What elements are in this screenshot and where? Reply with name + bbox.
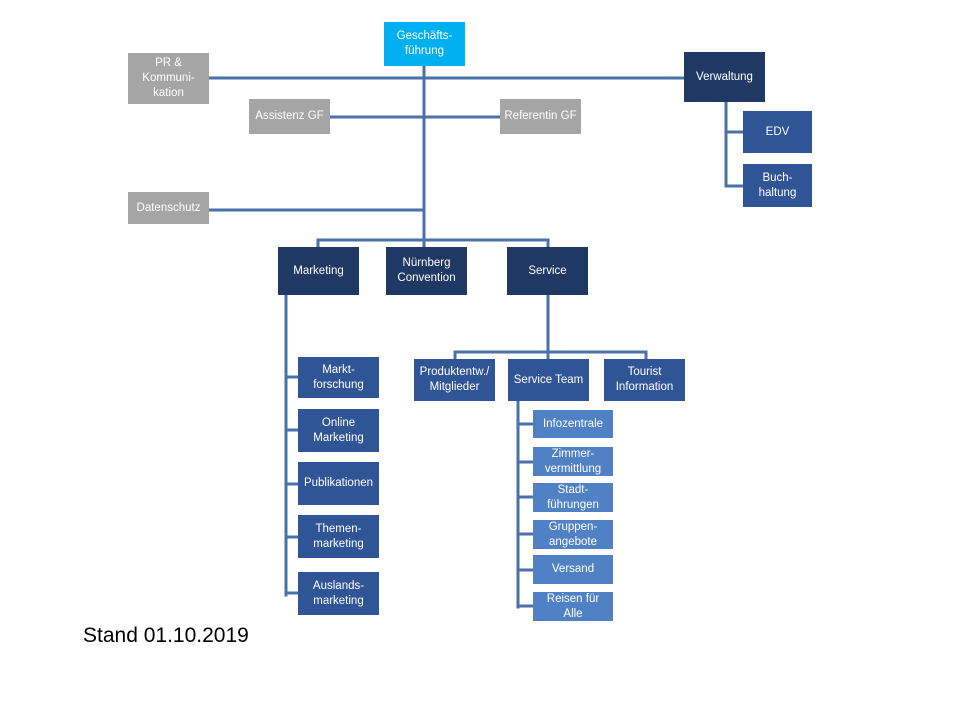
node-versand: Versand [533, 555, 613, 584]
node-label: Publikationen [303, 477, 374, 489]
node-online-marketing: Online Marketing [298, 409, 379, 452]
node-label: Stadt- führungen [547, 483, 599, 511]
node-referentin-gf: Referentin GF [500, 99, 581, 134]
node-label: Infozentrale [542, 417, 604, 430]
node-label: Themen- marketing [313, 522, 364, 550]
node-label: Zimmer- vermittlung [544, 447, 602, 475]
node-nuernberg-convention: Nürnberg Convention [386, 247, 467, 295]
node-datenschutz: Datenschutz [128, 192, 209, 224]
node-assistenz-gf: Assistenz GF [249, 99, 330, 134]
node-label: Tourist Information [615, 366, 674, 393]
node-publikationen: Publikationen [298, 462, 379, 505]
node-label: Reisen für Alle [546, 592, 600, 620]
node-reisen-fuer-alle: Reisen für Alle [533, 592, 613, 621]
node-marktforschung: Markt- forschung [298, 357, 379, 398]
node-label: Versand [551, 563, 595, 575]
node-label: PR & Kommuni- kation [142, 57, 195, 99]
node-label: Buch- haltung [758, 171, 797, 199]
node-buchhaltung: Buch- haltung [743, 164, 812, 207]
node-label: Service Team [513, 373, 584, 386]
node-label: Service [528, 264, 567, 277]
node-label: Verwaltung [696, 70, 753, 83]
node-zimmervermittlung: Zimmer- vermittlung [533, 447, 613, 476]
node-label: Auslands- marketing [312, 579, 365, 607]
node-produktentwicklung: Produktentw./ Mitglieder [414, 359, 495, 401]
node-label: Online Marketing [313, 416, 364, 444]
node-service: Service [507, 247, 588, 295]
node-infozentrale: Infozentrale [533, 410, 613, 438]
node-label: Marketing [293, 264, 344, 277]
node-service-team: Service Team [508, 359, 589, 401]
node-gruppenangebote: Gruppen- angebote [533, 520, 613, 549]
stand-date: Stand 01.10.2019 [83, 624, 249, 647]
node-label: EDV [765, 125, 790, 138]
node-tourist-information: Tourist Information [604, 359, 685, 401]
node-label: Markt- forschung [313, 363, 364, 391]
node-label: Datenschutz [136, 201, 201, 214]
node-geschaeftsfuehrung: Geschäfts- führung [384, 22, 465, 66]
node-themenmarketing: Themen- marketing [298, 515, 379, 558]
node-label: Nürnberg Convention [397, 257, 456, 284]
node-verwaltung: Verwaltung [684, 52, 765, 102]
node-pr-kommunikation: PR & Kommuni- kation [128, 53, 209, 104]
node-auslandsmarketing: Auslands- marketing [298, 572, 379, 615]
node-marketing: Marketing [278, 247, 359, 295]
node-label: Gruppen- angebote [548, 520, 598, 548]
node-label: Referentin GF [504, 110, 577, 122]
node-label: Assistenz GF [255, 110, 324, 122]
node-edv: EDV [743, 111, 812, 153]
node-label: Geschäfts- führung [396, 30, 453, 57]
node-label: Produktentw./ Mitglieder [419, 366, 490, 393]
node-stadtfuehrungen: Stadt- führungen [533, 483, 613, 512]
